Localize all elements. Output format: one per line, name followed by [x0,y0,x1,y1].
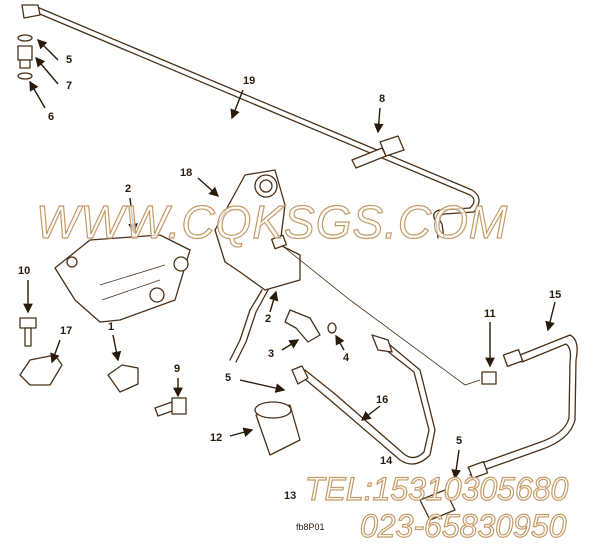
tube-15 [467,334,578,480]
callout-5c: 5 [456,435,462,447]
callout-13: 13 [284,490,296,502]
callout-9: 9 [174,363,180,375]
fitting-11 [481,371,497,385]
fittings-top-left [17,34,33,80]
bolt-8 [351,135,405,169]
callout-12: 12 [210,432,222,444]
callout-11: 11 [484,308,496,320]
callout-5: 5 [66,54,72,66]
tube-16 [291,334,436,465]
callout-16: 16 [376,394,388,406]
elbow-3 [284,309,337,343]
fitting-13 [419,489,456,521]
watermark-phone: 023-65830950 [360,508,567,544]
watermark-tel: TEL:15310305680 [305,471,569,507]
bracket-17 [19,354,63,386]
callout-8: 8 [379,93,385,105]
callout-7: 7 [66,80,72,92]
callout-labels: 5 7 6 19 8 18 2 10 17 1 2 3 4 5 9 12 16 … [18,54,561,532]
callout-4: 4 [343,352,350,364]
callout-6: 6 [48,111,54,123]
bolt-9 [154,397,187,417]
callout-15: 15 [549,289,561,301]
callout-17: 17 [60,325,72,337]
leader-line [284,247,481,386]
callout-18: 18 [180,167,192,179]
part-code: fb8P01 [296,522,325,532]
filter-12 [254,401,301,456]
watermark-site: WWW.CQKSGS.COM [36,196,508,248]
callout-5b: 5 [225,372,231,384]
callout-3: 3 [268,348,274,360]
tube-2 [229,289,263,361]
callout-1: 1 [108,321,114,333]
callout-14: 14 [380,455,393,467]
callout-2: 2 [125,183,131,195]
housing-18 [214,169,301,291]
tube-2-outer [235,289,269,363]
callout-arrows [23,39,556,480]
callout-10: 10 [18,265,30,277]
clamp-1 [107,364,139,393]
tube-19 [21,4,480,239]
callout-2b: 2 [265,313,271,325]
bracket-2 [54,234,191,323]
callout-19: 19 [243,75,255,87]
bolt-10 [19,317,37,347]
